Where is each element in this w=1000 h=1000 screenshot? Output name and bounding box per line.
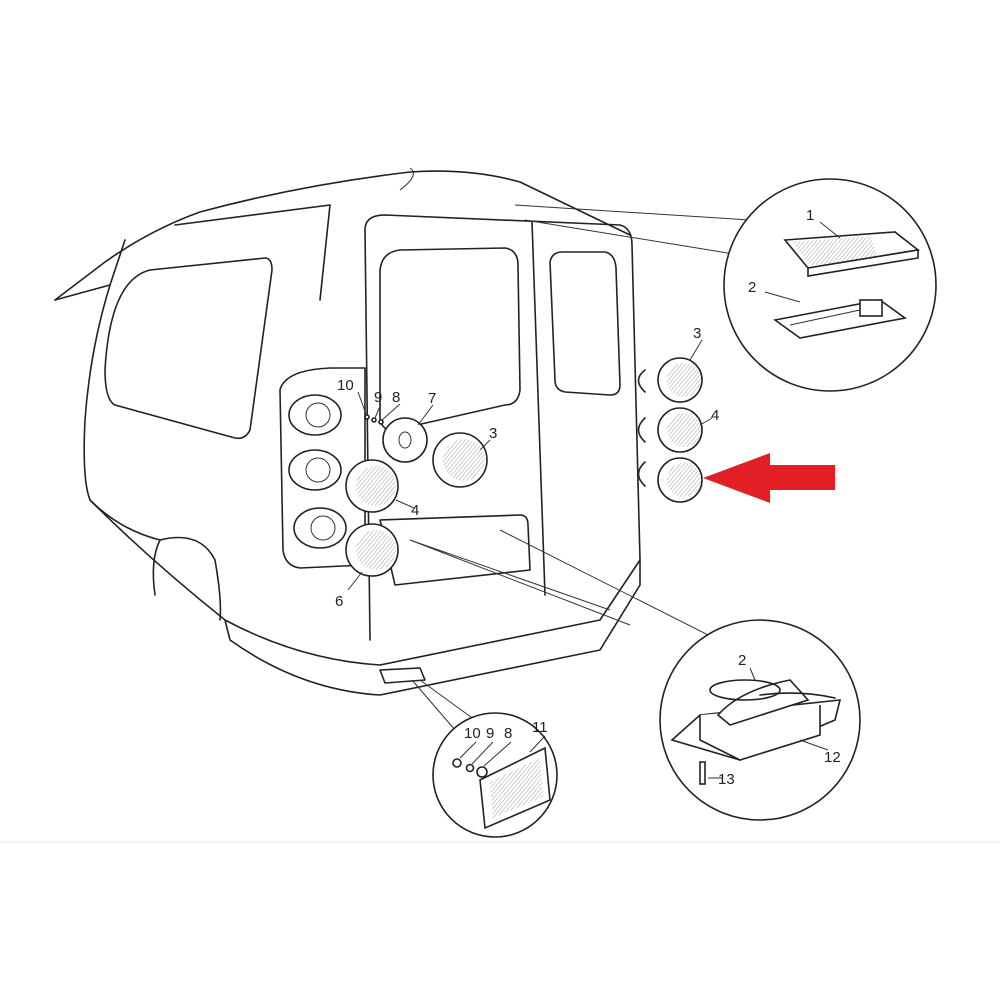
fasteners-8-9-10 [364,414,384,425]
label-right-3: 3 [693,325,701,342]
callout-labels: 1 2 3 4 3 7 10 9 8 4 6 2 12 13 10 9 8 11 [335,207,841,788]
roof-light-detail [723,178,937,392]
lamp-6-door[interactable] [345,523,399,577]
lamp-3-door[interactable] [432,432,488,488]
lamp-4-door[interactable] [345,459,399,513]
label-reflector-9: 9 [486,725,494,742]
right-side-lamps [637,357,703,503]
plate-light-detail [659,619,861,821]
reflector-detail [432,712,558,838]
label-door-6: 6 [335,593,343,610]
label-door-4: 4 [411,502,419,519]
left-lamp-housings [288,394,347,549]
label-door-7: 7 [428,390,436,407]
label-reflector-8: 8 [504,725,512,742]
label-door-9: 9 [374,389,382,406]
label-reflector-10: 10 [464,725,481,742]
label-right-4: 4 [711,407,719,424]
label-door-3: 3 [489,425,497,442]
highlight-arrow-icon [703,453,835,503]
lamp-3-right[interactable] [657,357,703,403]
label-roof-1: 1 [806,207,814,224]
label-reflector-11: 11 [532,719,548,736]
lamp-4-right[interactable] [657,407,703,453]
detail-leaders [409,204,751,731]
label-plate-2: 2 [738,652,746,669]
lamp-7-disk[interactable] [382,417,428,463]
label-door-10: 10 [337,377,354,394]
label-leaders [347,221,841,779]
label-plate-12: 12 [824,749,841,766]
lamp-highlighted[interactable] [657,457,703,503]
van-body [54,167,641,696]
label-door-8: 8 [392,389,400,406]
label-roof-2: 2 [748,279,756,296]
label-plate-13: 13 [718,771,735,788]
